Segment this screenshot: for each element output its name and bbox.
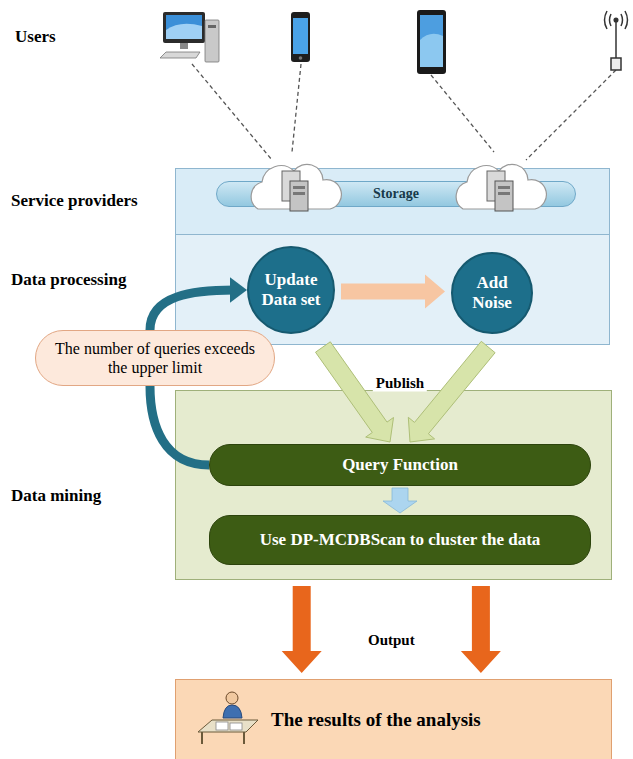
band-heading: Data mining xyxy=(11,486,101,506)
connector xyxy=(316,341,496,442)
result-box: The results of the analysis xyxy=(175,679,612,759)
node-text: Update Data set xyxy=(255,270,327,309)
condition-callout: The number of queries exceeds the upper … xyxy=(35,330,275,386)
node-text: The number of queries exceeds the upper … xyxy=(46,339,264,377)
edge-label: Output xyxy=(365,631,418,648)
band-heading: Data processing xyxy=(11,270,126,290)
process-circle: Add Noise xyxy=(451,252,533,334)
connector xyxy=(150,386,209,465)
processing-band: Data processingUpdate Data setAdd Noise xyxy=(175,235,610,345)
band-heading: Service providers xyxy=(11,191,138,211)
edge-label: Publish xyxy=(373,374,427,391)
process-pill: Use DP-MCDBScan to cluster the data xyxy=(209,515,591,565)
tablet-icon xyxy=(417,10,446,74)
computer-icon xyxy=(160,12,219,62)
antenna-icon xyxy=(605,11,628,70)
process-circle: Update Data set xyxy=(247,246,335,334)
connector xyxy=(383,488,417,513)
node-text: Query Function xyxy=(342,455,458,475)
node-text: The results of the analysis xyxy=(271,709,481,731)
node-text: Use DP-MCDBScan to cluster the data xyxy=(260,530,541,550)
storage-pill: Storage xyxy=(216,181,576,207)
service-band: Service providersStorage xyxy=(175,168,610,235)
node-text: Add Noise xyxy=(459,273,525,312)
connector xyxy=(282,586,501,673)
group-label: Users xyxy=(15,27,56,47)
connector xyxy=(150,277,247,330)
phone-icon xyxy=(291,12,310,62)
process-pill: Query Function xyxy=(209,444,591,486)
node-text: Storage xyxy=(373,186,419,202)
mining-band: Data miningQuery FunctionUse DP-MCDBScan… xyxy=(175,390,612,580)
connector xyxy=(341,275,445,309)
analyst-icon xyxy=(194,688,264,748)
